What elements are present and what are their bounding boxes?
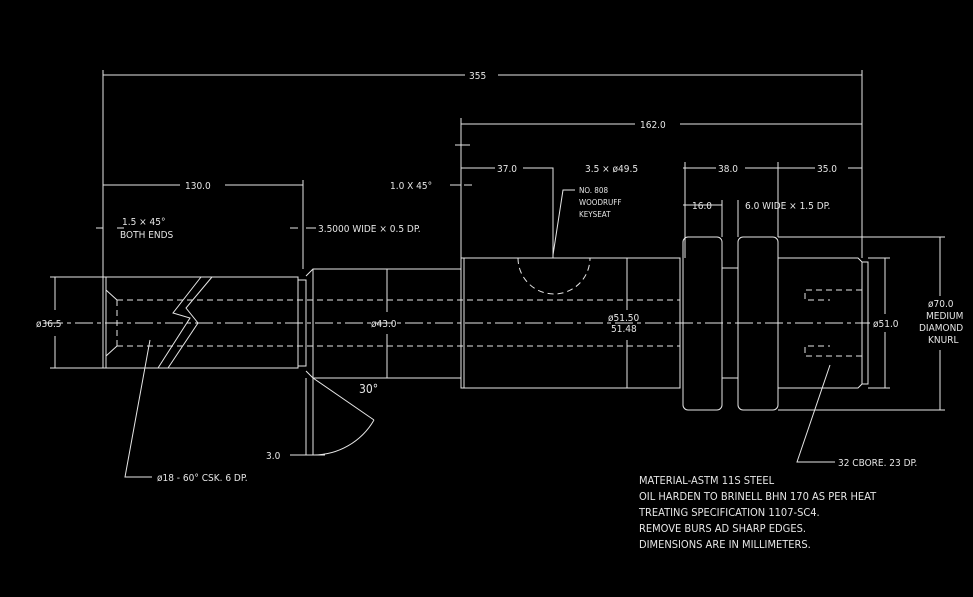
callout-keyseat-2: WOODRUFF (579, 198, 622, 207)
dimension-labels: 355 162.0 130.0 37.0 38.0 35.0 16.0 6.0 … (36, 71, 963, 484)
dim-dia-51-50: ø51.50 (608, 313, 640, 324)
callout-csk: ø18 - 60° CSK. 6 DP. (157, 473, 248, 484)
dim-chamfer-1: 1.0 X 45° (390, 181, 432, 192)
dim-dia-51: ø51.0 (873, 319, 899, 330)
drawing-notes: MATERIAL-ASTM 11S STEEL OIL HARDEN TO BR… (638, 474, 877, 551)
dim-chamfer-both-2: BOTH ENDS (120, 230, 174, 241)
woodruff-keyseat (517, 257, 591, 295)
dim-dia-70-2: MEDIUM (926, 311, 963, 322)
note-line: MATERIAL-ASTM 11S STEEL (639, 474, 775, 487)
dim-3: 3.0 (266, 451, 281, 462)
dim-38: 38.0 (718, 164, 738, 175)
note-line: OIL HARDEN TO BRINELL BHN 170 AS PER HEA… (639, 490, 877, 503)
dim-37: 37.0 (497, 164, 517, 175)
dim-162: 162.0 (640, 120, 666, 131)
note-line: TREATING SPECIFICATION 1107-SC4. (638, 506, 820, 519)
callout-cbore: 32 CBORE. 23 DP. (838, 458, 917, 469)
dim-dia-43: ø43.0 (371, 319, 397, 330)
shaft-outline (102, 236, 869, 411)
note-line: DIMENSIONS ARE IN MILLIMETERS. (639, 538, 811, 551)
dim-groove-right: 6.0 WIDE × 1.5 DP. (745, 201, 830, 212)
hidden-lines (45, 289, 870, 357)
dim-chamfer-both-1: 1.5 × 45° (122, 217, 166, 228)
callout-keyseat-1: NO. 808 (579, 186, 608, 195)
dim-dia-70-1: ø70.0 (928, 299, 954, 310)
note-line: REMOVE BURS AD SHARP EDGES. (639, 522, 806, 535)
dim-dia-70-3: DIAMOND (919, 323, 963, 334)
dim-130: 130.0 (185, 181, 211, 192)
dim-angle-30: 30° (359, 382, 378, 396)
callout-keyseat-3: KEYSEAT (579, 210, 611, 219)
dim-dia-51-48: 51.48 (611, 324, 637, 335)
dim-35: 35.0 (817, 164, 837, 175)
dimension-lines (50, 70, 945, 478)
dim-groove-49: 3.5 × ø49.5 (585, 164, 638, 175)
dim-undercut: 3.5000 WIDE × 0.5 DP. (318, 224, 421, 235)
dim-16: 16.0 (692, 201, 712, 212)
dim-dia-36: ø36.5 (36, 319, 62, 330)
dim-dia-70-4: KNURL (928, 335, 958, 346)
dim-355: 355 (469, 71, 486, 82)
